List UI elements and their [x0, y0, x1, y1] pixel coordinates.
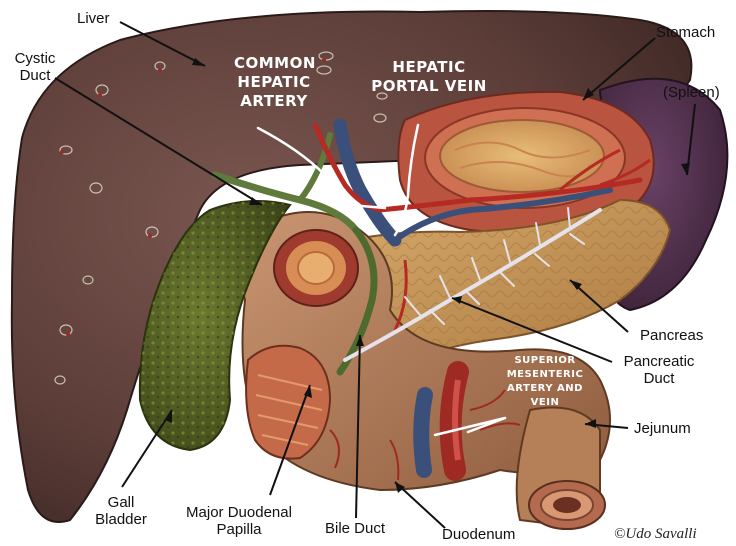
papilla-leader [269, 384, 311, 496]
label-duodenum: Duodenum [442, 526, 516, 543]
duodenum-leader [394, 481, 446, 529]
cystic-duct-leader [54, 77, 263, 206]
label-major-duodenal-papilla-line2: Papilla [216, 521, 262, 538]
pancreatic-duct-shape [343, 208, 602, 362]
gall-bladder-leader [121, 409, 173, 488]
overlay-common-hepatic-artery: COMMON HEPATIC ARTERY [234, 54, 316, 111]
stomach-leader [582, 37, 656, 101]
label-gall-bladder: Gall Bladder [84, 494, 158, 528]
label-pancreatic-duct-line1: Pancreatic [623, 353, 695, 370]
label-cystic-duct-line1: Cystic [14, 50, 56, 67]
hepatic-artery-shape [312, 122, 643, 213]
label-liver: Liver [77, 10, 110, 27]
label-stomach: Stomach [656, 24, 716, 41]
overlay-pointer-lines [256, 123, 507, 437]
overlay-hepatic-portal-vein-line2: PORTAL VEIN [371, 77, 487, 95]
label-bile-duct: Bile Duct [325, 520, 386, 537]
superior-mesenteric-vein-shape [413, 387, 433, 478]
label-cystic-duct-line2: Duct [19, 67, 51, 84]
overlay-superior-mesenteric-line2: MESENTERIC [506, 369, 584, 380]
overlay-superior-mesenteric-line3: ARTERY AND [507, 383, 583, 394]
overlay-superior-mesenteric-line1: SUPERIOR [514, 355, 576, 366]
pancreas-leader [569, 279, 629, 333]
overlay-common-hepatic-artery-line2: HEPATIC [237, 73, 311, 91]
portal-vein-shape [333, 118, 402, 247]
label-gall-bladder-line1: Gall [107, 494, 135, 511]
overlay-common-hepatic-artery-line1: COMMON [234, 54, 316, 72]
overlay-hepatic-portal-vein-line1: HEPATIC [392, 58, 466, 76]
label-pancreatic-duct-line2: Duct [643, 370, 675, 387]
liver-leader [119, 21, 206, 67]
label-pancreas: Pancreas [640, 327, 704, 344]
overlay-hepatic-portal-vein: HEPATIC PORTAL VEIN [368, 58, 490, 96]
label-major-duodenal-papilla: Major Duodenal Papilla [168, 504, 310, 538]
pancreatic-duct-leader [451, 297, 613, 363]
bile-duct-shape [336, 226, 378, 376]
bile-duct-leader [355, 334, 361, 519]
spleen-leader [686, 103, 696, 176]
label-major-duodenal-papilla-line1: Major Duodenal [186, 504, 292, 521]
label-gall-bladder-line2: Bladder [95, 511, 147, 528]
label-cystic-duct: Cystic Duct [8, 50, 62, 84]
credit-text: ©Udo Savalli [614, 526, 697, 542]
overlay-common-hepatic-artery-line3: ARTERY [240, 92, 308, 110]
label-pancreatic-duct: Pancreatic Duct [612, 353, 706, 387]
leader-lines [54, 21, 696, 529]
overlay-superior-mesenteric: SUPERIOR MESENTERIC ARTERY AND VEIN [500, 354, 590, 410]
label-jejunum: Jejunum [634, 420, 691, 437]
overlay-superior-mesenteric-line4: VEIN [530, 397, 560, 408]
label-spleen: (Spleen) [663, 84, 720, 101]
